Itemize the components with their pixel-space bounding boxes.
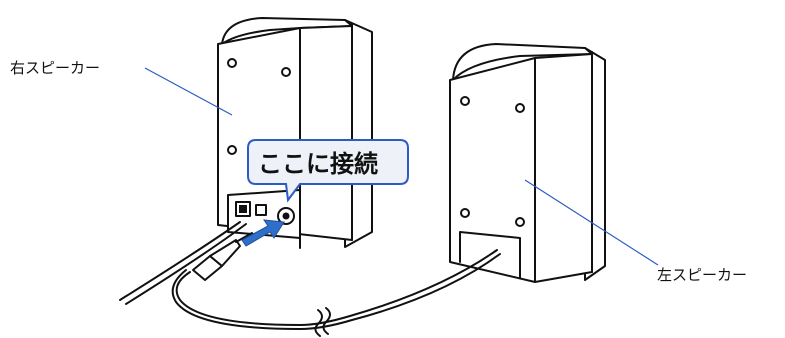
right-speaker-leader: [144, 67, 233, 116]
screw-hole: [227, 145, 237, 155]
screw-hole: [460, 208, 470, 218]
left-speaker-leader: [524, 179, 659, 266]
right-speaker-body: [217, 25, 353, 241]
left-speaker-cable-notch: [459, 231, 521, 279]
power-cable-edge: [125, 223, 247, 305]
speaker-link-cable-edge: [171, 253, 501, 330]
connect-here-callout: ここに接続: [247, 139, 409, 203]
power-cable: [119, 221, 241, 301]
screw-hole: [515, 103, 525, 113]
cables: [119, 221, 501, 337]
audio-input-jack-hole: [282, 212, 290, 220]
power-jack-hole: [239, 205, 247, 213]
screw-hole: [281, 67, 291, 77]
left-speaker-top: [452, 43, 593, 81]
connect-here-label: ここに接続: [258, 150, 378, 178]
left-speaker: [449, 43, 606, 283]
cable-break-mark: [322, 307, 331, 335]
plug-sleeve: [209, 239, 241, 267]
cable-break-mark: [314, 309, 323, 337]
screw-hole: [227, 58, 237, 68]
right-speaker-label: 右スピーカー: [10, 59, 100, 77]
right-speaker: [217, 17, 373, 249]
stereo-plug: [192, 232, 253, 281]
screw-hole: [515, 217, 525, 227]
dc-jack: [255, 204, 267, 216]
plug-tip: [235, 232, 253, 243]
speaker-link-cable: [175, 249, 498, 326]
callout-bubble: [247, 139, 409, 203]
left-speaker-label: 左スピーカー: [657, 266, 747, 284]
screw-hole: [460, 96, 470, 106]
insert-arrow: [241, 219, 285, 247]
